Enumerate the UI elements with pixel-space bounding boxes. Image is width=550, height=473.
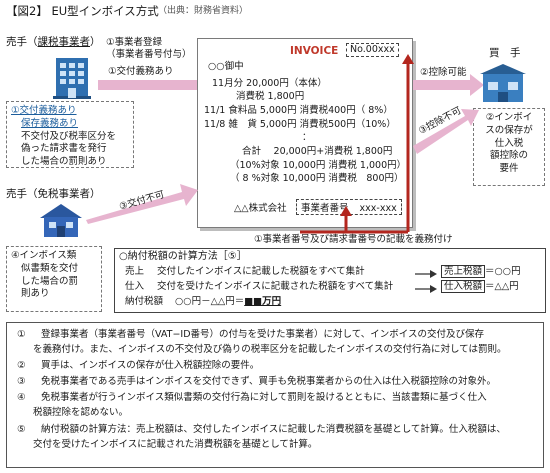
arrow-right-icon: [415, 270, 437, 278]
calc-pay-result: ■■万円: [244, 296, 282, 307]
invoice-line: （10%対象 10,000円 消費税 1,000円）: [230, 160, 407, 171]
deduction-ok-arrowhead: [470, 74, 484, 96]
calc-purchase-result-box: 仕入税額: [441, 280, 486, 293]
seller-taxable-label-prefix: 売手（: [6, 36, 38, 48]
registration-text-2: （事業者番号付与）: [106, 49, 192, 60]
registration-value: xxx-xxx: [359, 203, 397, 214]
list-item-text: を義務付け。また、インボイスの不交付及び偽りの税率区分を記載したインボイスの交付…: [33, 344, 507, 355]
buyer-note: ②インボイ スの保存が 仕入税 額控除の 要件: [473, 108, 545, 186]
exempt-note-line: した場合の罰: [21, 275, 79, 287]
seller-taxable-note: ①交付義務あり 保存義務あり 不交付及び税率区分を 偽った請求書を発行 した場合…: [6, 101, 134, 168]
calc-row-sales-label: 売上: [125, 266, 145, 277]
list-item-text: 免税事業者である売手はインボイスを交付できず、買手も免税事業者からの仕入は仕入税…: [41, 376, 496, 387]
registration-text-1: ①事業者登録: [106, 37, 163, 48]
buyer-label: 買 手: [489, 47, 521, 59]
explanation-list: ① 登録事業者（事業者番号（VAT−ID番号）の付与を受けた事業者）に対して、イ…: [6, 322, 544, 468]
deduction-ok-arrow: [413, 80, 473, 90]
arrow-right-icon: [415, 285, 437, 293]
invoice-label: INVOICE: [290, 45, 339, 57]
invoice-line: 11/1 食料品 5,000円 消費税400円（ 8%）: [204, 105, 393, 116]
calc-title: ○納付税額の計算方法［⑤］: [119, 251, 247, 262]
calc-row-purchase-label: 仕入: [125, 281, 145, 292]
figure-title: 【図2】 EU型インボイス方式: [6, 4, 159, 18]
exempt-no-issue-arrow: [86, 184, 198, 224]
list-item-number: ①: [17, 329, 26, 340]
invoice-line: 消費税 1,800円: [236, 91, 305, 102]
buyer-note-line: スの保存が: [485, 124, 533, 136]
invoice-document: INVOICE No.00xxx ○○御中 11月分 20,000円（本体） 消…: [197, 38, 413, 228]
calc-row-sales-desc: 交付したインボイスに記載した税額をすべて集計: [157, 266, 365, 277]
list-item-number: ③: [17, 376, 26, 387]
buyer-note-line: 額控除の: [489, 150, 528, 162]
seller-note-issue: ①交付義務あり: [11, 105, 77, 116]
seller-exempt-label: 売手（免税事業者）: [6, 188, 101, 200]
exempt-note-line: ④インボイス類: [11, 250, 77, 261]
house-icon: [40, 204, 82, 237]
tax-calculation-box: ○納付税額の計算方法［⑤］ 売上 交付したインボイスに記載した税額をすべて集計 …: [114, 248, 546, 313]
invoice-addressee: ○○御中: [208, 61, 244, 72]
list-item-text: 登録事業者（事業者番号（VAT−ID番号）の付与を受けた事業者）に対して、インボ…: [41, 329, 484, 340]
list-item-text: 納付税額の計算方法：売上税額は、交付したインボイスに記載した消費税額を基礎として…: [41, 424, 506, 435]
deduction-ng-arrow: [413, 109, 479, 154]
invoice-line: 11月分 20,000円（本体）: [212, 78, 327, 89]
calc-pay-label: 納付税額: [125, 296, 164, 307]
calc-sales-eq: ＝○○円: [485, 266, 521, 277]
office-building-icon: [53, 58, 91, 99]
list-item-text: 買手は、インボイスの保存が仕入税額控除の要件。: [41, 360, 260, 371]
seller-taxable-label: 売手（課税事業者）: [6, 36, 101, 49]
seller-note-line: 不交付及び税率区分を: [21, 130, 117, 142]
calc-row-sales-result: 売上税額＝○○円: [441, 265, 521, 278]
buyer-note-line: ②インボイ: [485, 112, 533, 123]
seller-note-line: した場合の罰則あり: [21, 156, 107, 168]
invoice-line: （ 8 %対象 10,000円 消費税 800円）: [230, 173, 404, 184]
seller-note-line: 偽った請求書を発行: [21, 143, 107, 155]
calc-pay-formula: ○○円－△△円＝: [175, 296, 245, 307]
calc-pay-expr: ○○円－△△円＝■■万円: [175, 296, 281, 308]
calc-sales-result-box: 売上税額: [441, 265, 486, 278]
list-item-text: 交付を受けたインボイスに記載された消費税額を基礎として計算。: [33, 439, 318, 450]
calc-row-purchase-desc: 交付を受けたインボイスに記載された税額をすべて集計: [157, 281, 394, 292]
invoice-line: 11/8 雑 貨 5,000円 消費税500円（10%）: [204, 119, 396, 130]
issue-arrow-label: ①交付義務あり: [108, 66, 174, 77]
invoice-line: 合計 20,000円+消費税 1,800円: [242, 146, 393, 157]
registration-requirement-note: ①事業者番号及び請求書番号の記載を義務付け: [254, 234, 453, 245]
seller-taxable-label-emph: 課税事業者: [37, 36, 91, 48]
registration-label: 事業者番号: [301, 203, 349, 214]
buyer-note-line: 要件: [499, 163, 519, 175]
issue-arrow: [98, 80, 198, 90]
calc-row-purchase-result: 仕入税額＝△△円: [441, 280, 519, 293]
invoice-company: △△株式会社: [234, 203, 287, 214]
list-item-number: ④: [17, 392, 26, 403]
deduction-ok-label: ②控除可能: [420, 67, 467, 78]
figure-source: （出典：財務省資料）: [158, 6, 249, 16]
seller-taxable-label-suffix: ）: [90, 36, 101, 48]
invoice-number: No.00xxx: [346, 43, 399, 57]
buyer-note-line: 仕入税: [494, 137, 524, 149]
seller-note-keep: 保存義務あり: [21, 117, 79, 129]
buyer-shop-icon: [480, 64, 526, 102]
list-item-number: ②: [17, 360, 26, 371]
invoice-line: ：: [302, 132, 312, 143]
calc-purchase-eq: ＝△△円: [485, 281, 519, 292]
exempt-note-line: 似書類を交付: [21, 262, 79, 274]
list-item-text: 免税事業者が行うインボイス類似書類の交付行為に対して罰則を設けるとともに、当該書…: [41, 392, 487, 403]
seller-exempt-note: ④インボイス類 似書類を交付 した場合の罰 則あり: [6, 246, 102, 312]
list-item-text: 税額控除を認めない。: [33, 407, 129, 418]
list-item-number: ⑤: [17, 424, 26, 435]
exempt-note-line: 則あり: [21, 288, 50, 300]
